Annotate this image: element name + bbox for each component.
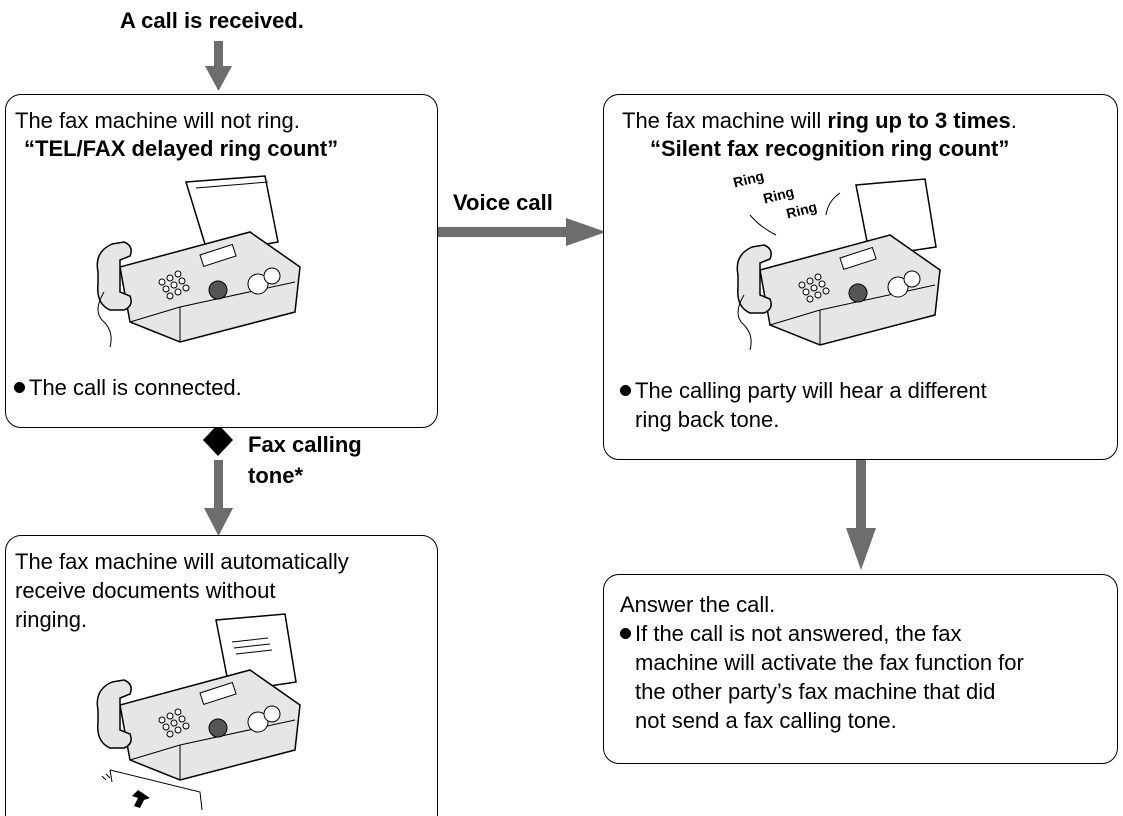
delayed-ring-setting: “TEL/FAX delayed ring count” xyxy=(24,136,339,161)
ring-text-suffix: . xyxy=(1010,108,1017,133)
not-ring-text: The fax machine will not ring. xyxy=(15,108,300,133)
auto-receive-line-2: receive documents without xyxy=(15,578,276,603)
auto-receive-line-1: The fax machine will automatically xyxy=(15,549,349,574)
call-received-label: A call is received. xyxy=(120,8,304,33)
decision-diamond xyxy=(203,424,233,456)
arrow-voice-call xyxy=(438,218,606,246)
arrow-down-top xyxy=(205,41,232,91)
not-answered-line-4: not send a fax calling tone. xyxy=(635,708,897,733)
bullet-dot xyxy=(620,385,631,396)
silent-fax-setting: “Silent fax recognition ring count” xyxy=(650,136,1010,161)
bullet-dot xyxy=(620,628,631,639)
ring-text: The fax machine will ring up to 3 times. xyxy=(622,106,1017,135)
fax-tone-label-2: tone* xyxy=(248,463,303,488)
ring-text-prefix: The fax machine will xyxy=(622,108,828,133)
arrow-down-answer xyxy=(846,460,876,570)
answer-call-text: Answer the call. xyxy=(620,592,776,617)
box-answer xyxy=(603,574,1118,764)
receiving-fax-illustration xyxy=(96,613,301,810)
not-answered-line-1: If the call is not answered, the fax xyxy=(635,621,962,646)
auto-receive-line-3: ringing. xyxy=(15,607,88,632)
not-answered-line-3: the other party’s fax machine that did xyxy=(635,679,996,704)
fax-machine-illustration xyxy=(96,175,301,348)
ring-text-bold: ring up to 3 times xyxy=(827,108,1011,133)
connected-text: The call is connected. xyxy=(29,375,242,400)
bullet-dot xyxy=(14,382,25,393)
voice-call-label: Voice call xyxy=(453,190,553,215)
not-answered-line-2: machine will activate the fax function f… xyxy=(635,650,1024,675)
ring-back-line-1: The calling party will hear a different xyxy=(635,378,987,403)
ringing-fax-illustration xyxy=(736,178,941,351)
arrow-fax-tone xyxy=(204,460,233,536)
ring-back-line-2: ring back tone. xyxy=(635,407,780,432)
fax-tone-label-1: Fax calling xyxy=(248,432,362,457)
